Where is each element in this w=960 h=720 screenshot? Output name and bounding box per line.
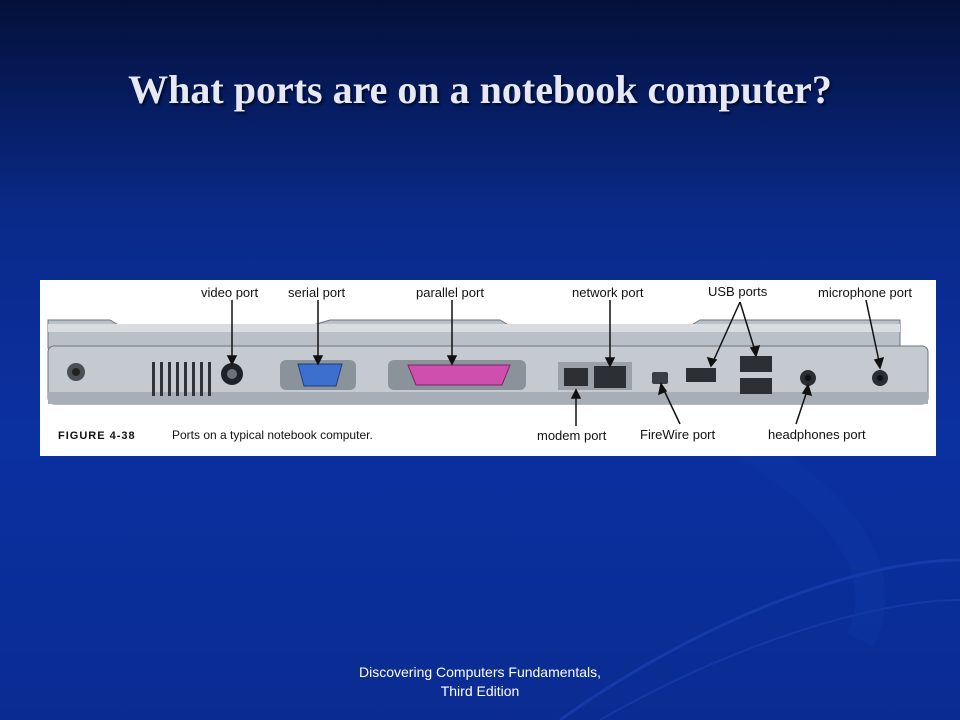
label-serial-port: serial port	[288, 285, 345, 300]
label-microphone-port: microphone port	[818, 285, 912, 300]
notebook-ports-figure: video port serial port parallel port net…	[40, 280, 936, 456]
slide-footer: Discovering Computers Fundamentals, Thir…	[280, 663, 680, 701]
label-headphones-port: headphones port	[768, 427, 866, 442]
label-parallel-port: parallel port	[416, 285, 484, 300]
label-usb-ports: USB ports	[708, 284, 768, 299]
figure-caption-label: FIGURE 4-38	[58, 430, 136, 442]
label-video-port: video port	[201, 285, 258, 300]
slide-title: What ports are on a notebook computer?	[128, 67, 832, 112]
label-firewire-port: FireWire port	[640, 427, 716, 442]
footer-line-1: Discovering Computers Fundamentals,	[359, 664, 601, 680]
footer-line-2: Third Edition	[440, 683, 520, 699]
label-modem-port: modem port	[537, 428, 607, 443]
label-network-port: network port	[572, 285, 644, 300]
figure-caption-text: Ports on a typical notebook computer.	[172, 428, 373, 442]
